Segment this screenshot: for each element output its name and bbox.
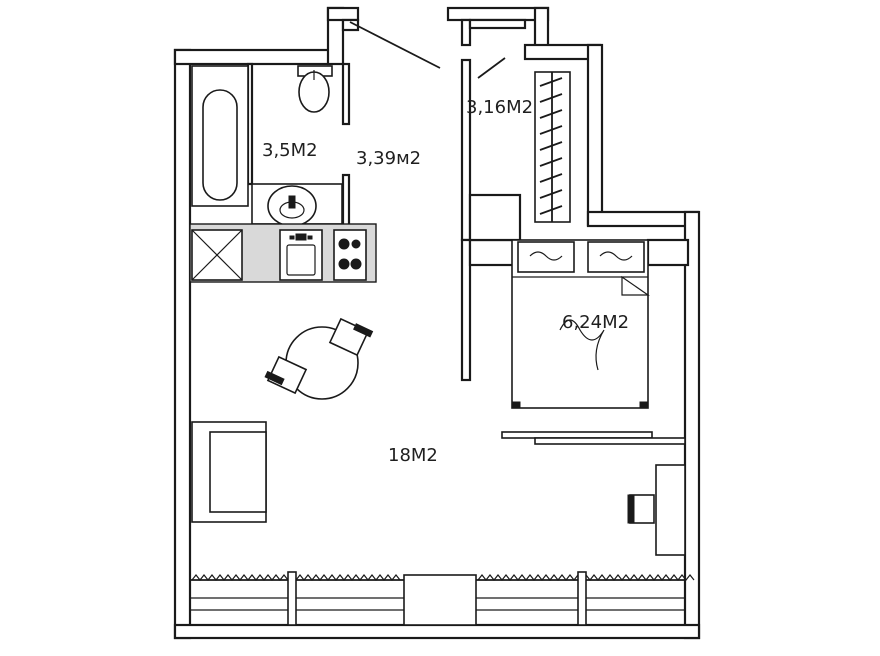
closet-door [477,57,506,79]
bathtub [191,65,249,207]
outer-walls [173,6,701,640]
double-bed [511,239,650,409]
entrance-door [349,21,441,69]
sofa [191,421,267,523]
dining-table [264,317,374,400]
living-area-label: 18M2 [388,445,438,466]
sliding-partition [501,431,686,445]
bedroom-area-label: 6,24M2 [562,312,629,333]
wardrobe [534,71,571,223]
sink [251,183,343,227]
bathroom-area-label: 3,5M2 [262,140,318,161]
desk [627,464,686,556]
cooktop [333,229,367,281]
window-rail [190,571,695,626]
toilet [297,65,333,113]
hall-area-label: 3,39м2 [356,148,421,169]
kitchen-counter [189,223,377,283]
closet-area-label: 3,16M2 [466,97,533,118]
